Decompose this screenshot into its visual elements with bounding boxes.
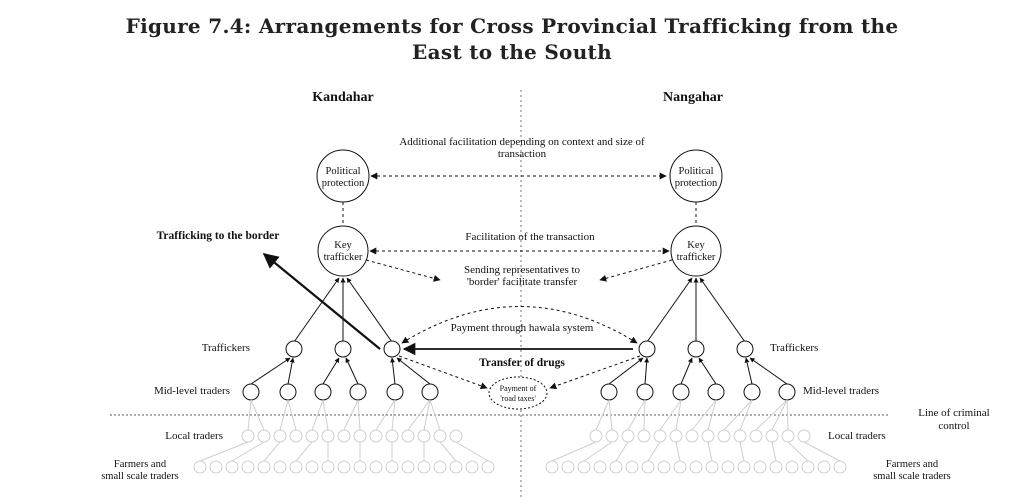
sending-representatives-label: Sending representatives to <box>464 264 581 276</box>
key-trafficker-left: Key trafficker <box>317 225 369 277</box>
political-protection-right: Political protection <box>669 149 723 203</box>
svg-text:Political: Political <box>679 166 714 177</box>
figure-title-line-2: East to the South <box>412 40 612 64</box>
road-taxes-node: Payment of 'road taxes' <box>488 376 548 410</box>
mid-level-label-right: Mid-level traders <box>803 385 879 397</box>
criminal-control-label: Line of criminal <box>918 407 989 419</box>
svg-text:protection: protection <box>322 178 365 189</box>
region-nangahar: Nangahar <box>663 90 723 105</box>
left-road-tax-arrow <box>398 355 488 390</box>
farmers-label-left: Farmers and <box>114 459 167 470</box>
svg-text:protection: protection <box>675 178 718 189</box>
right-road-tax-arrow <box>549 355 641 390</box>
farmers-label-right: Farmers and <box>886 459 939 470</box>
right-sending-arrow <box>599 259 673 282</box>
right-trafficker-edges <box>646 277 746 343</box>
farmers-label-right-2: small scale traders <box>873 471 951 482</box>
trafficking-to-border-label: Trafficking to the border <box>157 230 280 242</box>
additional-facilitation-label: Additional facilitation depending on con… <box>399 136 645 148</box>
svg-text:Key: Key <box>334 240 352 251</box>
region-kandahar: Kandahar <box>312 90 373 105</box>
mid-level-label-left: Mid-level traders <box>154 385 230 397</box>
key-trafficker-right: Key trafficker <box>670 225 722 277</box>
political-protection-left: Political protection <box>316 149 370 203</box>
traffickers-label-left: Traffickers <box>202 342 250 354</box>
sending-representatives-label-2: 'border' facilitate transfer <box>467 276 578 288</box>
additional-facilitation-label-2: transaction <box>498 148 547 160</box>
left-trafficker-node-1 <box>285 340 303 358</box>
left-trafficker-node-2 <box>334 340 352 358</box>
left-local-trader-network <box>193 399 495 474</box>
facilitation-label: Facilitation of the transaction <box>465 231 595 243</box>
left-trafficker-node-3 <box>383 340 401 358</box>
left-trafficker-edges <box>293 277 393 343</box>
right-midlevel-nodes <box>600 383 796 401</box>
transfer-of-drugs-label: Transfer of drugs <box>479 357 565 369</box>
right-trafficker-node-2 <box>687 340 705 358</box>
hawala-label: Payment through hawala system <box>451 322 594 334</box>
svg-text:'road taxes': 'road taxes' <box>500 394 536 403</box>
svg-text:Political: Political <box>326 166 361 177</box>
right-midlevel-edges <box>608 357 788 385</box>
svg-text:trafficker: trafficker <box>324 252 363 263</box>
local-traders-label-left: Local traders <box>165 430 223 442</box>
left-sending-arrow <box>365 259 441 282</box>
local-traders-label-right: Local traders <box>828 430 886 442</box>
right-trafficker-node-1 <box>638 340 656 358</box>
right-trafficker-node-3 <box>736 340 754 358</box>
left-midlevel-nodes <box>242 383 439 401</box>
svg-text:Key: Key <box>687 240 705 251</box>
svg-text:Payment of: Payment of <box>500 384 537 393</box>
right-local-trader-network <box>545 399 847 474</box>
traffickers-label-right: Traffickers <box>770 342 818 354</box>
criminal-control-label-2: control <box>938 420 969 432</box>
farmers-label-left-2: small scale traders <box>101 471 179 482</box>
svg-text:trafficker: trafficker <box>677 252 716 263</box>
left-midlevel-edges <box>250 357 431 385</box>
figure-title-line-1: Figure 7.4: Arrangements for Cross Provi… <box>125 14 899 38</box>
